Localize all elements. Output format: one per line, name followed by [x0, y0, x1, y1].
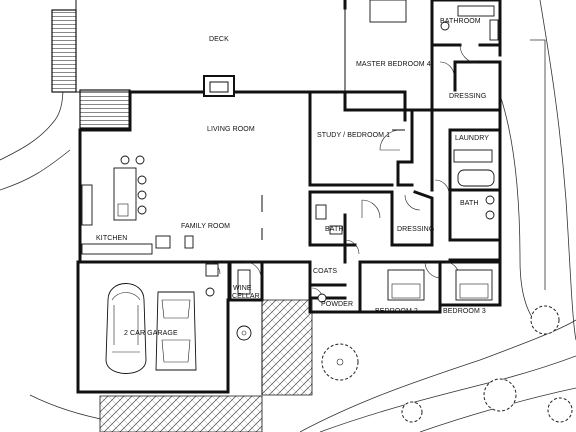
room-labels: DECK MASTER BEDROOM 4 BATHROOM DRESSING …: [96, 18, 489, 337]
label-living-room: LIVING ROOM: [207, 126, 255, 133]
label-powder: POWDER: [321, 301, 353, 308]
paved-walkway: [99, 299, 313, 432]
label-kitchen: KITCHEN: [96, 235, 127, 242]
label-bath-right: BATH: [460, 200, 479, 207]
label-bathroom-top: BATHROOM: [440, 18, 481, 25]
label-wine-cellar: WINE CELLAR: [232, 285, 260, 300]
exterior-stairs: [51, 9, 131, 129]
fireplace: [203, 75, 235, 97]
beds: [369, 0, 493, 301]
label-dressing-mid: DRESSING: [397, 226, 434, 233]
bath-fixtures: [236, 5, 499, 341]
label-master-bedroom: MASTER BEDROOM 4: [356, 61, 431, 68]
label-coats: COATS: [313, 268, 337, 275]
landscape-trees: [321, 305, 573, 423]
label-bedroom-2: BEDROOM 2: [375, 308, 418, 315]
label-deck: DECK: [209, 36, 229, 43]
label-bedroom-3: BEDROOM 3: [443, 308, 486, 315]
label-bath-small: BATH: [325, 226, 344, 233]
label-study: STUDY / BEDROOM 1: [317, 132, 390, 139]
door-swings: [207, 44, 479, 299]
label-laundry: LAUNDRY: [455, 135, 489, 142]
partition-lines: [227, 129, 405, 300]
label-dressing-top: DRESSING: [449, 93, 486, 100]
label-garage: 2 CAR GARAGE: [124, 330, 178, 337]
walls: [75, 0, 502, 394]
kitchen-fixtures: [81, 155, 219, 277]
label-family-room: FAMILY ROOM: [181, 223, 230, 230]
garage-cars: [105, 283, 215, 374]
